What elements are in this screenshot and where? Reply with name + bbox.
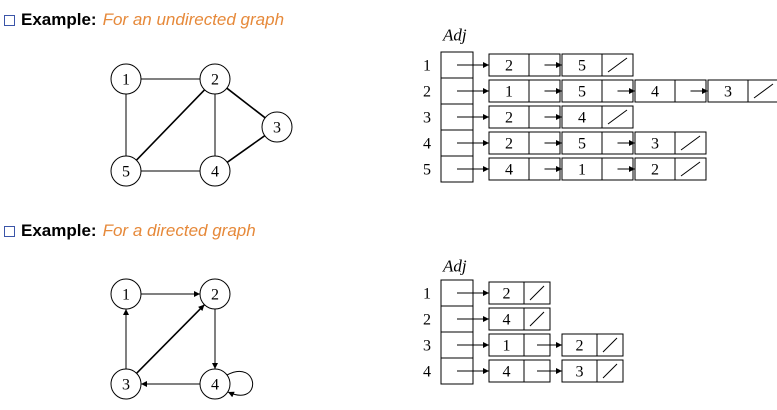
list-node	[707, 79, 777, 103]
list-node	[488, 281, 551, 305]
list-node-value: 1	[578, 162, 586, 179]
null-pointer-slash	[680, 135, 701, 151]
adjacency-title: Adj	[442, 257, 467, 276]
list-node-value: 3	[724, 84, 732, 101]
list-node-value: 1	[505, 84, 513, 101]
list-node	[561, 359, 624, 383]
adjacency-row-label: 3	[423, 338, 431, 355]
heading-emphasis: For a directed graph	[102, 221, 256, 240]
heading-lead: Example:	[21, 221, 97, 240]
list-node	[634, 131, 707, 155]
list-node-value: 2	[505, 110, 513, 127]
list-node-value: 3	[576, 364, 584, 381]
directed-graph-node-label: 3	[122, 377, 130, 394]
adjacency-row-label: 1	[423, 58, 431, 75]
undirected-graph-node	[110, 155, 142, 187]
checkbox-bullet-icon	[4, 14, 15, 26]
adjacency-row-label: 4	[423, 364, 431, 381]
list-node-value: 2	[505, 136, 513, 153]
undirected-graph-edge	[135, 89, 206, 161]
list-node-value: 3	[651, 136, 659, 153]
list-node	[561, 333, 624, 357]
null-pointer-slash	[529, 285, 545, 301]
directed-graph-edge-self-loop	[226, 370, 254, 398]
undirected-graph-node	[199, 63, 231, 95]
undirected-graph-node	[199, 155, 231, 187]
directed-graph-node	[110, 368, 142, 400]
null-pointer-slash	[680, 161, 701, 177]
directed-graph-node	[199, 368, 231, 400]
list-node-value: 5	[578, 58, 586, 75]
checkbox-bullet-icon	[4, 225, 15, 237]
list-node-value: 5	[578, 84, 586, 101]
undirected-graph-node-label: 1	[122, 72, 130, 89]
list-node-value: 4	[578, 110, 586, 127]
list-node-value: 2	[576, 338, 584, 355]
list-node	[634, 157, 707, 181]
directed-graph-node-label: 1	[122, 287, 130, 304]
heading-undirected: Example: For an undirected graph	[4, 10, 284, 30]
undirected-graph-node	[110, 63, 142, 95]
null-pointer-slash	[607, 109, 628, 125]
heading-lead: Example:	[21, 10, 97, 29]
undirected-graph-node-label: 2	[211, 72, 219, 89]
adjacency-row-label: 5	[423, 162, 431, 179]
list-node-value: 1	[503, 338, 511, 355]
null-pointer-slash	[607, 57, 628, 73]
undirected-graph-edge	[226, 87, 266, 119]
undirected-graph-node-label: 5	[122, 164, 130, 181]
null-pointer-slash	[529, 311, 545, 327]
list-node-value: 5	[578, 136, 586, 153]
null-pointer-slash	[753, 83, 774, 99]
directed-graph-node	[199, 278, 231, 310]
list-node-value: 2	[651, 162, 659, 179]
null-pointer-slash	[602, 337, 618, 353]
list-node-value: 2	[503, 286, 511, 303]
list-node	[561, 53, 634, 77]
list-node-value: 4	[503, 364, 511, 381]
adjacency-row-label: 3	[423, 110, 431, 127]
list-node-value: 2	[505, 58, 513, 75]
heading-directed: Example: For a directed graph	[4, 221, 256, 241]
adjacency-row-label: 2	[423, 312, 431, 329]
adjacency-row-label: 2	[423, 84, 431, 101]
adjacency-row-label: 1	[423, 286, 431, 303]
directed-graph-node	[110, 278, 142, 310]
adjacency-row-label: 4	[423, 136, 431, 153]
undirected-graph-edge	[226, 135, 266, 163]
list-node-value: 4	[651, 84, 659, 101]
list-node-value: 4	[503, 312, 511, 329]
directed-graph-edge	[135, 304, 206, 374]
list-node-value: 4	[505, 162, 513, 179]
list-node	[488, 307, 551, 331]
adjacency-title: Adj	[442, 26, 467, 45]
undirected-graph-node	[261, 111, 293, 143]
undirected-graph-node-label: 3	[273, 120, 281, 137]
undirected-graph-node-label: 4	[211, 164, 219, 181]
heading-emphasis: For an undirected graph	[102, 10, 285, 29]
list-node	[561, 105, 634, 129]
null-pointer-slash	[602, 363, 618, 379]
directed-graph-node-label: 4	[211, 377, 219, 394]
directed-graph-node-label: 2	[211, 287, 219, 304]
